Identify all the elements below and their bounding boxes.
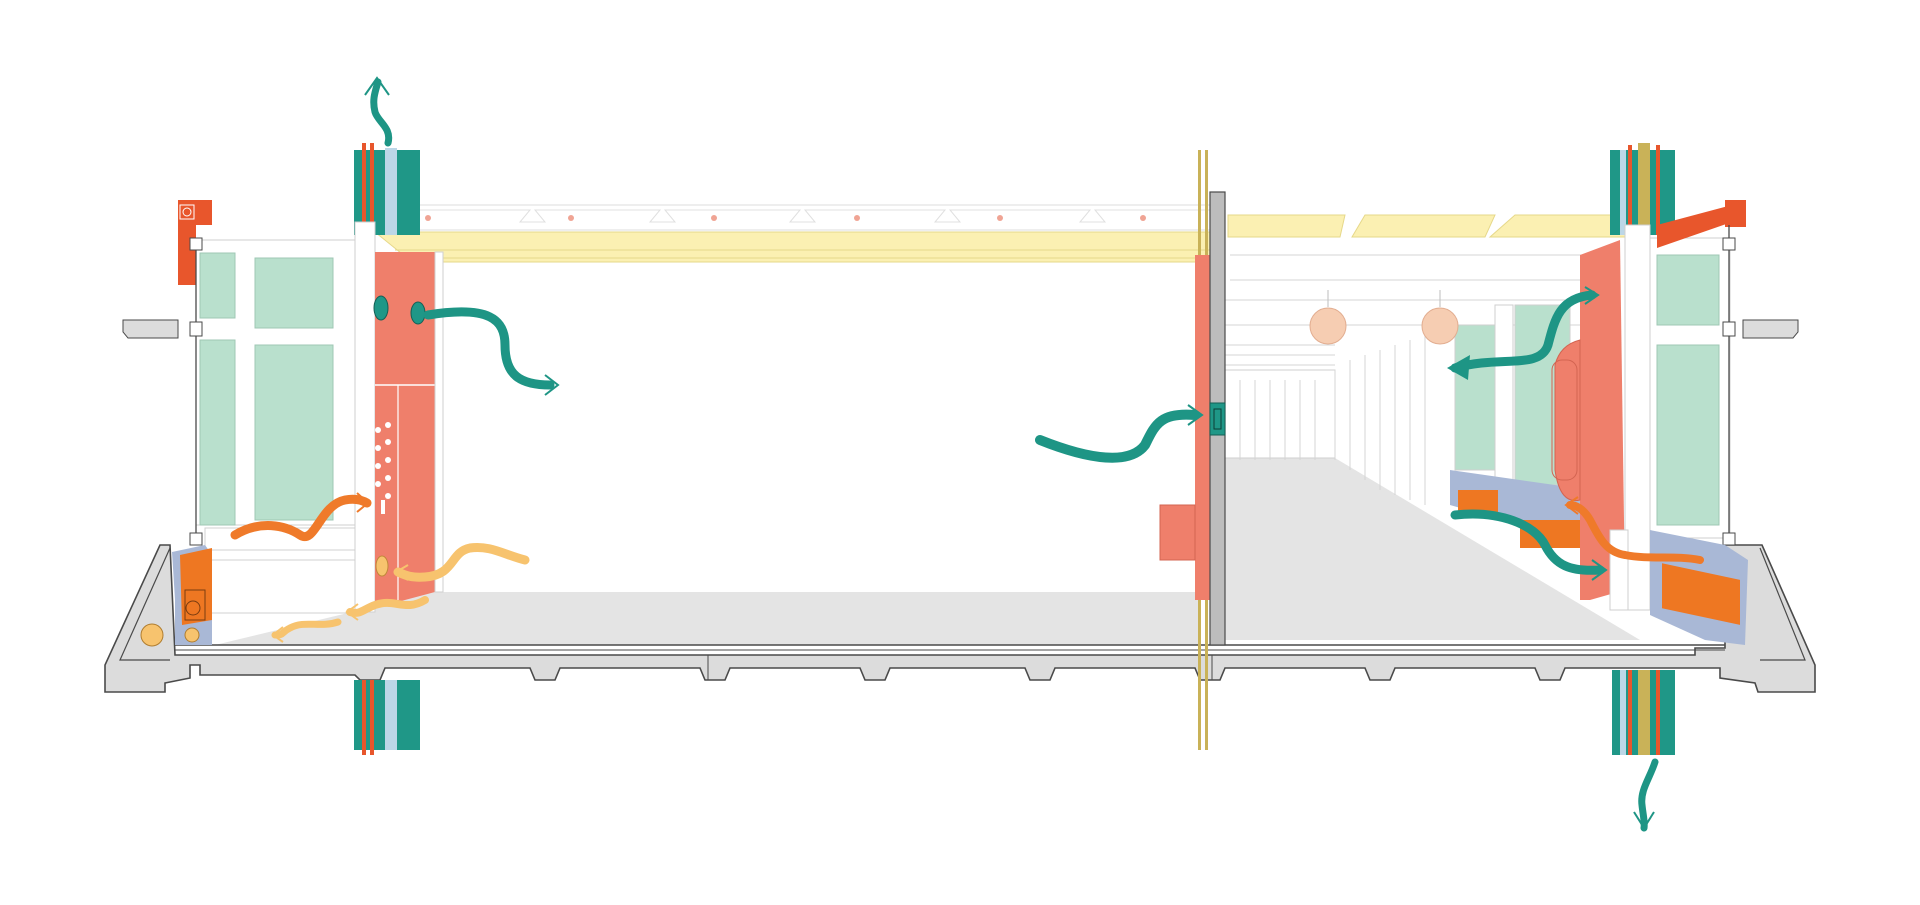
right-window-pane-bottom (1656, 344, 1720, 526)
radiant-heat-arrow-icon (271, 618, 342, 639)
left-window-pane-top-right (254, 257, 334, 329)
left-window-pane-top-left (199, 252, 236, 319)
left-diffuser-icon (375, 555, 389, 577)
ceiling-panel-right-2 (1351, 214, 1496, 238)
left-sunshade (122, 319, 179, 339)
right-facade (1551, 143, 1799, 755)
pendant-lamp-icon (1309, 307, 1347, 345)
left-grille-icon (410, 301, 426, 325)
right-parapet-cap (1725, 200, 1746, 227)
right-inner-window-1 (1454, 324, 1496, 471)
corridor-back-wall (1224, 369, 1336, 459)
left-parapet-cap (178, 200, 212, 225)
supply-air-arrow-icon (1450, 290, 1597, 373)
right-window-pane-top (1656, 254, 1720, 326)
airflow-arrows (230, 76, 1704, 832)
warm-air-arrow-icon (1566, 501, 1704, 564)
left-window-pane-bottom-right (254, 344, 334, 521)
supply-air-arrow-icon (423, 307, 555, 390)
left-room-floor (215, 592, 1198, 645)
left-facade (122, 200, 357, 647)
return-air-arrow-icon (1450, 509, 1605, 575)
right-inner-heater-1 (1458, 490, 1498, 512)
floor-slab (104, 544, 1816, 693)
left-pipe-2 (184, 627, 200, 643)
ceiling-panel-right-1 (1227, 214, 1346, 238)
left-riser (354, 221, 444, 613)
central-partition (1159, 150, 1226, 750)
warm-air-arrow-icon (230, 494, 372, 541)
central-box (1159, 504, 1196, 561)
exhaust-air-arrow-icon (1638, 758, 1659, 832)
right-room-perspective (1220, 214, 1641, 640)
left-grille-icon (373, 295, 389, 321)
exhaust-air-arrow-icon (370, 78, 393, 147)
radiant-heat-arrow-icon (393, 542, 530, 582)
corridor-lines (1224, 254, 1620, 505)
right-riser-duct (1580, 240, 1625, 600)
radiant-heat-arrow-icon (346, 596, 429, 617)
pendant-lamp-icon (1421, 307, 1459, 345)
left-riser-duct (375, 252, 435, 608)
transfer-air-arrow-icon (1035, 409, 1200, 463)
right-parapet-wall (1657, 205, 1732, 248)
slab-body (104, 544, 1816, 693)
left-pipe-1 (140, 623, 164, 647)
right-room-floor (1220, 458, 1640, 640)
left-convector-heater (180, 548, 212, 625)
right-convector-heater (1662, 563, 1740, 625)
left-column (354, 143, 420, 755)
right-sunshade (1742, 319, 1799, 339)
transfer-grille-icon (1209, 402, 1226, 436)
left-room (215, 204, 1213, 645)
left-window-pane-bottom-left (199, 339, 236, 526)
central-riser (1195, 255, 1210, 600)
left-parapet-wall (178, 225, 196, 285)
